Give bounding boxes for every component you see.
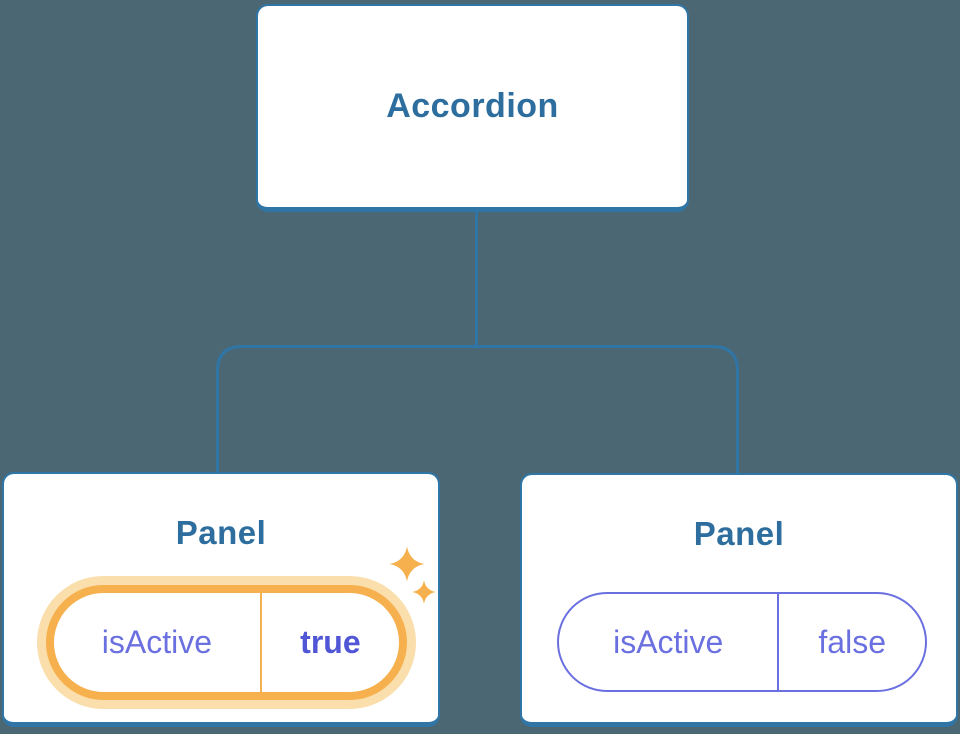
prop-value-label: false xyxy=(777,594,925,690)
panel-node-inactive: Panel isActive false xyxy=(520,473,958,727)
accordion-node-label: Accordion xyxy=(386,87,559,125)
accordion-node: Accordion xyxy=(256,4,689,212)
panel-title: Panel xyxy=(693,515,785,552)
panel-node-active: Panel isActive true xyxy=(2,472,440,727)
panel-title: Panel xyxy=(175,514,267,551)
isactive-true-pill: isActive true xyxy=(46,585,407,700)
isactive-false-pill: isActive false xyxy=(557,592,927,692)
prop-name-label: isActive xyxy=(613,623,724,660)
prop-value-label: true xyxy=(259,593,399,692)
prop-name-label: isActive xyxy=(101,624,213,660)
sparkles-icon xyxy=(389,546,436,604)
